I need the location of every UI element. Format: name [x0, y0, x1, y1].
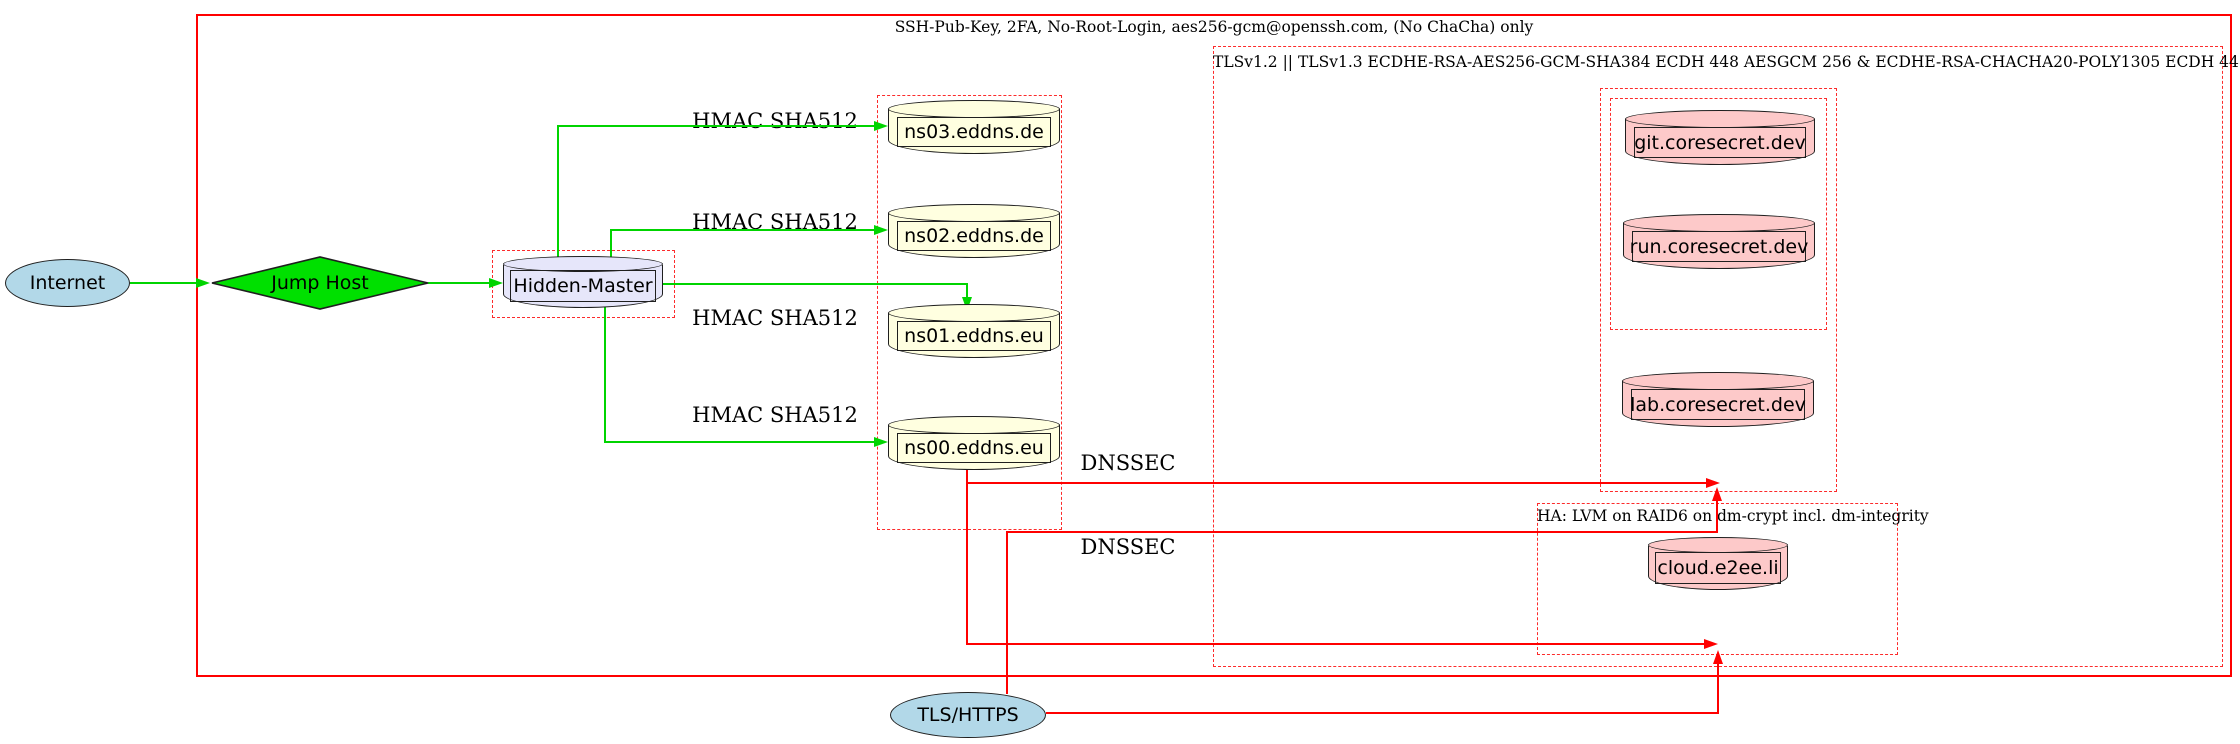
node-git-label: git.coresecret.dev [1634, 131, 1806, 154]
edge-hiddenmaster-ns03 [557, 121, 888, 262]
cluster-ssh-box [196, 14, 2232, 677]
edge-dns-coresecret-dnssec [966, 470, 1720, 488]
cylinder-cap [1625, 110, 1815, 128]
edge-internet-jumphost [130, 278, 210, 288]
node-tls-https: TLS/HTTPS [890, 692, 1046, 738]
edge-tlshttps-coresecret [1006, 487, 1722, 694]
node-internet: Internet [5, 259, 130, 307]
edge-dns-ha-dnssec [966, 483, 1718, 649]
cluster-ha-label: HA: LVM on RAID6 on dm-crypt incl. dm-in… [1537, 507, 1929, 525]
cylinder-cap [1622, 372, 1814, 390]
node-lab: lab.coresecret.dev [1622, 372, 1814, 427]
edge-hiddenmaster-ns00 [604, 305, 888, 447]
node-ns02: ns02.eddns.de [888, 204, 1060, 258]
node-cloud: cloud.e2ee.li [1648, 537, 1788, 590]
cylinder-cap [888, 416, 1060, 434]
node-lab-label: lab.coresecret.dev [1630, 393, 1806, 416]
edge-jumphost-hiddenmaster [428, 278, 503, 288]
node-git: git.coresecret.dev [1625, 110, 1815, 165]
node-ns03: ns03.eddns.de [888, 100, 1060, 154]
edge-label-hmac-ns01: HMAC SHA512 [692, 306, 858, 330]
node-ns01: ns01.eddns.eu [888, 304, 1060, 358]
node-ns03-label: ns03.eddns.de [904, 121, 1044, 143]
edge-tlshttps-ha [1046, 650, 1723, 714]
edge-hiddenmaster-ns02 [610, 225, 888, 262]
node-run: run.coresecret.dev [1623, 214, 1815, 269]
cylinder-cap [888, 204, 1060, 222]
node-ns01-label: ns01.eddns.eu [904, 325, 1044, 347]
node-ns02-label: ns02.eddns.de [904, 225, 1044, 247]
cylinder-cap [503, 256, 663, 272]
edge-label-dnssec-1: DNSSEC [1080, 451, 1176, 475]
node-internet-label: Internet [29, 272, 106, 294]
cluster-tls-label: TLSv1.2 || TLSv1.3 ECDHE-RSA-AES256-GCM-… [1213, 53, 2240, 71]
node-ns00-label: ns00.eddns.eu [904, 437, 1044, 459]
cylinder-cap [888, 100, 1060, 118]
node-cloud-label: cloud.e2ee.li [1657, 557, 1779, 579]
node-tls-https-label: TLS/HTTPS [917, 704, 1019, 726]
edge-label-hmac-ns03: HMAC SHA512 [692, 109, 858, 133]
node-hidden-master: Hidden-Master [503, 256, 663, 308]
cluster-coresecret-inner-box [1610, 98, 1827, 330]
jump-host-diamond [211, 256, 429, 310]
cylinder-cap [1648, 537, 1788, 553]
node-hidden-master-label: Hidden-Master [513, 275, 653, 297]
node-run-label: run.coresecret.dev [1629, 235, 1809, 258]
cylinder-cap [1623, 214, 1815, 232]
edge-label-dnssec-2: DNSSEC [1080, 535, 1176, 559]
node-ns00: ns00.eddns.eu [888, 416, 1060, 470]
cylinder-cap [888, 304, 1060, 322]
cluster-ssh-label: SSH-Pub-Key, 2FA, No-Root-Login, aes256-… [894, 18, 1534, 36]
cluster-dns-box [877, 95, 1062, 530]
edge-label-hmac-ns00: HMAC SHA512 [692, 403, 858, 427]
node-jump-host-label: Jump Host [271, 272, 369, 294]
